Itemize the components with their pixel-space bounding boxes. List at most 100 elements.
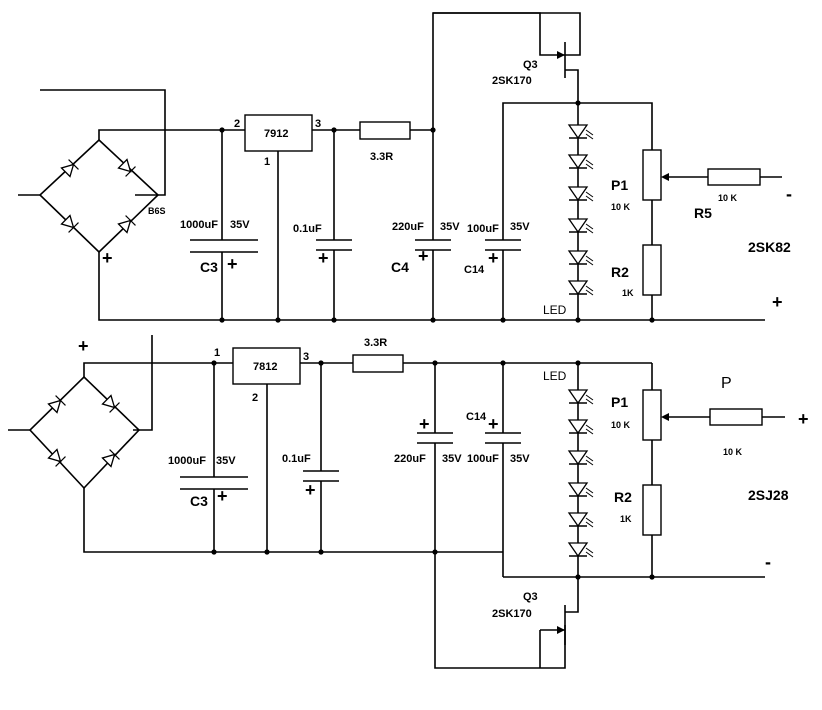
lower-c3-capacitor: 1000uF 35V C3 + bbox=[168, 363, 248, 552]
lower-output-minus: - bbox=[765, 552, 771, 572]
lower-decouple-value: 0.1uF bbox=[282, 453, 311, 465]
upper-ground-rail bbox=[98, 252, 765, 321]
upper-c3-value: 1000uF bbox=[180, 219, 218, 231]
upper-c14-capacitor: 100uF 35V C14 + bbox=[464, 102, 578, 320]
upper-c3-plus: + bbox=[227, 254, 238, 274]
lower-c4-value: 220uF bbox=[394, 453, 426, 465]
lower-target-device: 2SJ28 bbox=[748, 487, 789, 503]
upper-c4-capacitor: 220uF 35V C4 + bbox=[391, 130, 460, 320]
lower-bridge-plus: + bbox=[78, 336, 89, 356]
upper-reg-pin-out: 3 bbox=[315, 118, 321, 130]
upper-r2-name: R2 bbox=[611, 264, 629, 280]
lower-output-plus: + bbox=[798, 409, 809, 429]
upper-r2-value: 1K bbox=[622, 288, 634, 298]
upper-bridge-label: B6S bbox=[148, 206, 166, 216]
lower-output-resistor-value: 10 K bbox=[723, 447, 743, 457]
upper-input-rail bbox=[98, 129, 245, 140]
upper-c4-value: 220uF bbox=[392, 221, 424, 233]
lower-jfet: Q3 2SK170 bbox=[492, 577, 579, 668]
upper-c4-name: C4 bbox=[391, 259, 409, 275]
lower-p1-potentiometer: P1 10 K bbox=[611, 363, 710, 485]
lower-bridge-rectifier: + bbox=[28, 336, 141, 490]
lower-junction-dots bbox=[211, 360, 655, 580]
led-diode bbox=[567, 186, 594, 202]
upper-p1-potentiometer: P1 10 K bbox=[578, 102, 708, 245]
lower-c4-voltage: 35V bbox=[442, 453, 462, 465]
upper-decouple-plus: + bbox=[318, 248, 329, 268]
lower-output-resistor: P 10 K bbox=[709, 375, 785, 457]
led-diode bbox=[567, 218, 594, 234]
lower-ground-rail bbox=[83, 488, 503, 553]
upper-target-device: 2SK82 bbox=[748, 239, 791, 255]
lower-input-rail bbox=[83, 362, 233, 377]
led-diode bbox=[567, 419, 594, 435]
lower-p1-value: 10 K bbox=[611, 420, 631, 430]
upper-r5-resistor: 10 K R5 bbox=[694, 168, 782, 221]
lower-decouple-plus: + bbox=[305, 480, 316, 500]
upper-r5-name: R5 bbox=[694, 205, 712, 221]
lower-bridge-diode bbox=[47, 448, 66, 467]
upper-bridge-diode bbox=[117, 158, 136, 177]
lower-decouple-capacitor: 0.1uF + bbox=[282, 363, 339, 552]
upper-regulator: 7912 2 3 1 bbox=[234, 114, 321, 320]
lower-c3-value: 1000uF bbox=[168, 455, 206, 467]
lower-bridge-diode bbox=[101, 449, 120, 468]
lower-c4-capacitor: 220uF 35V + bbox=[394, 363, 566, 669]
upper-bridge-plus: + bbox=[102, 248, 113, 268]
led-diode bbox=[567, 542, 594, 558]
lower-series-resistor: 3.3R bbox=[352, 337, 404, 373]
led-diode bbox=[567, 154, 594, 170]
upper-circuit: B6S + 1000uF 35V C3 + 7912 2 3 1 bbox=[18, 12, 792, 323]
lower-c14-voltage: 35V bbox=[510, 453, 530, 465]
upper-p1-name: P1 bbox=[611, 177, 628, 193]
upper-bridge-diode bbox=[117, 215, 136, 234]
lower-reg-pin-out: 3 bbox=[303, 351, 309, 363]
lower-c14-capacitor: 100uF 35V C14 + bbox=[466, 363, 530, 577]
upper-decouple-value: 0.1uF bbox=[293, 223, 322, 235]
lower-bridge-diode bbox=[101, 394, 120, 413]
lower-regulator: 7812 1 3 2 bbox=[214, 347, 309, 552]
upper-c3-name: C3 bbox=[200, 259, 218, 275]
led-layer bbox=[567, 124, 594, 558]
lower-p1-name: P1 bbox=[611, 394, 628, 410]
upper-c14-value: 100uF bbox=[467, 223, 499, 235]
upper-led-label: LED bbox=[543, 303, 567, 317]
upper-output-plus: + bbox=[772, 292, 783, 312]
lower-c14-plus: + bbox=[488, 414, 499, 434]
upper-output-minus: - bbox=[786, 184, 792, 204]
lower-r2-resistor: R2 1K bbox=[614, 484, 662, 577]
upper-c3-voltage: 35V bbox=[230, 219, 250, 231]
upper-junction-dots bbox=[219, 100, 655, 323]
led-diode bbox=[567, 280, 594, 296]
upper-c14-plus: + bbox=[488, 248, 499, 268]
upper-gate-rail bbox=[433, 12, 548, 56]
upper-jfet: Q3 2SK170 bbox=[492, 42, 579, 103]
upper-reg-pin-in: 2 bbox=[234, 118, 240, 130]
upper-bridge-diode bbox=[60, 214, 79, 233]
upper-reg-pin-gnd: 1 bbox=[264, 156, 270, 168]
upper-jfet-name: Q3 bbox=[523, 59, 538, 71]
lower-r2-name: R2 bbox=[614, 489, 632, 505]
upper-c14-voltage: 35V bbox=[510, 221, 530, 233]
led-diode bbox=[567, 389, 594, 405]
lower-circuit: + 1000uF 35V C3 + 7812 1 3 2 bbox=[8, 335, 809, 669]
upper-ac-input bbox=[18, 89, 166, 196]
upper-bridge-diode bbox=[60, 159, 79, 178]
lower-reg-pin-in: 1 bbox=[214, 347, 220, 359]
upper-r5-value: 10 K bbox=[718, 193, 738, 203]
upper-bridge-rectifier: B6S + bbox=[38, 138, 166, 268]
upper-c4-plus: + bbox=[418, 246, 429, 266]
led-diode bbox=[567, 512, 594, 528]
led-diode bbox=[567, 450, 594, 466]
upper-series-resistor-value: 3.3R bbox=[370, 151, 393, 163]
upper-c14-name: C14 bbox=[464, 264, 485, 276]
lower-c3-name: C3 bbox=[190, 493, 208, 509]
lower-jfet-part: 2SK170 bbox=[492, 608, 532, 620]
led-diode bbox=[567, 124, 594, 140]
lower-output-resistor-name: P bbox=[721, 375, 732, 392]
lower-reg-pin-gnd: 2 bbox=[252, 392, 258, 404]
lower-c3-voltage: 35V bbox=[216, 455, 236, 467]
upper-drain-rail bbox=[432, 12, 581, 130]
lower-c3-plus: + bbox=[217, 486, 228, 506]
